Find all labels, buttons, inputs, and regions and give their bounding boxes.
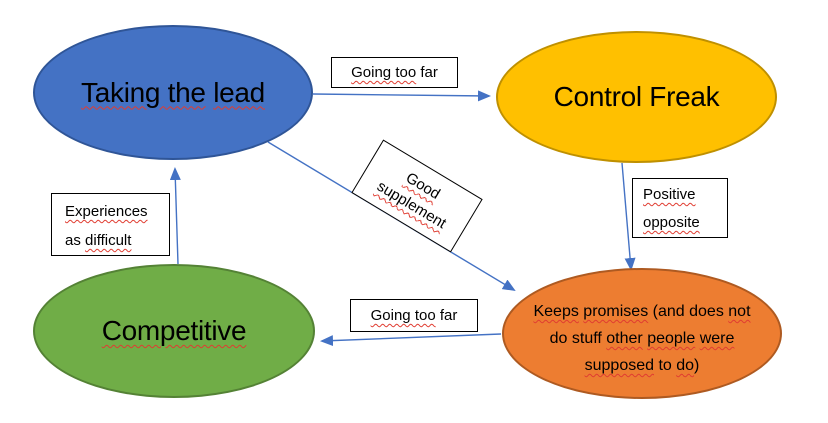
node-taking-the-lead[interactable]: Taking the lead — [33, 25, 313, 160]
arrow-controlfreak-to-keepspromises[interactable] — [621, 162, 636, 271]
edge-label-text: Going too far — [370, 307, 458, 324]
node-taking-the-lead-label: Taking the lead — [81, 76, 265, 108]
keeps-promises-line-2: do stuff other people were — [549, 330, 735, 347]
edge-label-text-line-2: opposite — [643, 214, 700, 231]
node-keeps-promises[interactable]: Keeps promises (and does not do stuff ot… — [502, 268, 782, 399]
arrow-competitive-to-lead[interactable] — [169, 167, 181, 265]
keeps-promises-line-1: Keeps promises (and does not — [533, 303, 751, 320]
node-control-freak-label: Control Freak — [553, 81, 720, 112]
edge-label-going-too-far-bottom[interactable]: Going too far — [350, 299, 478, 332]
edge-label-text-line-2: as difficult — [65, 232, 132, 249]
arrow-lead-to-controlfreak[interactable] — [312, 90, 491, 102]
arrow-keepspromises-to-competitive[interactable] — [320, 333, 502, 347]
edge-label-going-too-far-top[interactable]: Going too far — [331, 57, 458, 88]
edge-label-text-line-1: Positive — [643, 186, 696, 203]
node-control-freak[interactable]: Control Freak — [496, 31, 777, 163]
node-competitive[interactable]: Competitive — [33, 264, 315, 398]
keeps-promises-line-3: supposed to do) — [584, 357, 700, 374]
edge-label-positive-opposite[interactable]: Positive opposite — [632, 178, 728, 238]
edge-label-experiences-as-difficult[interactable]: Experiences as difficult — [51, 193, 170, 256]
edge-label-text: Going too far — [351, 64, 438, 81]
node-competitive-label: Competitive — [101, 315, 247, 346]
node-keeps-promises-label: Keeps promises (and does not do stuff ot… — [510, 298, 774, 379]
edge-label-text-line-1: Experiences — [65, 203, 148, 220]
